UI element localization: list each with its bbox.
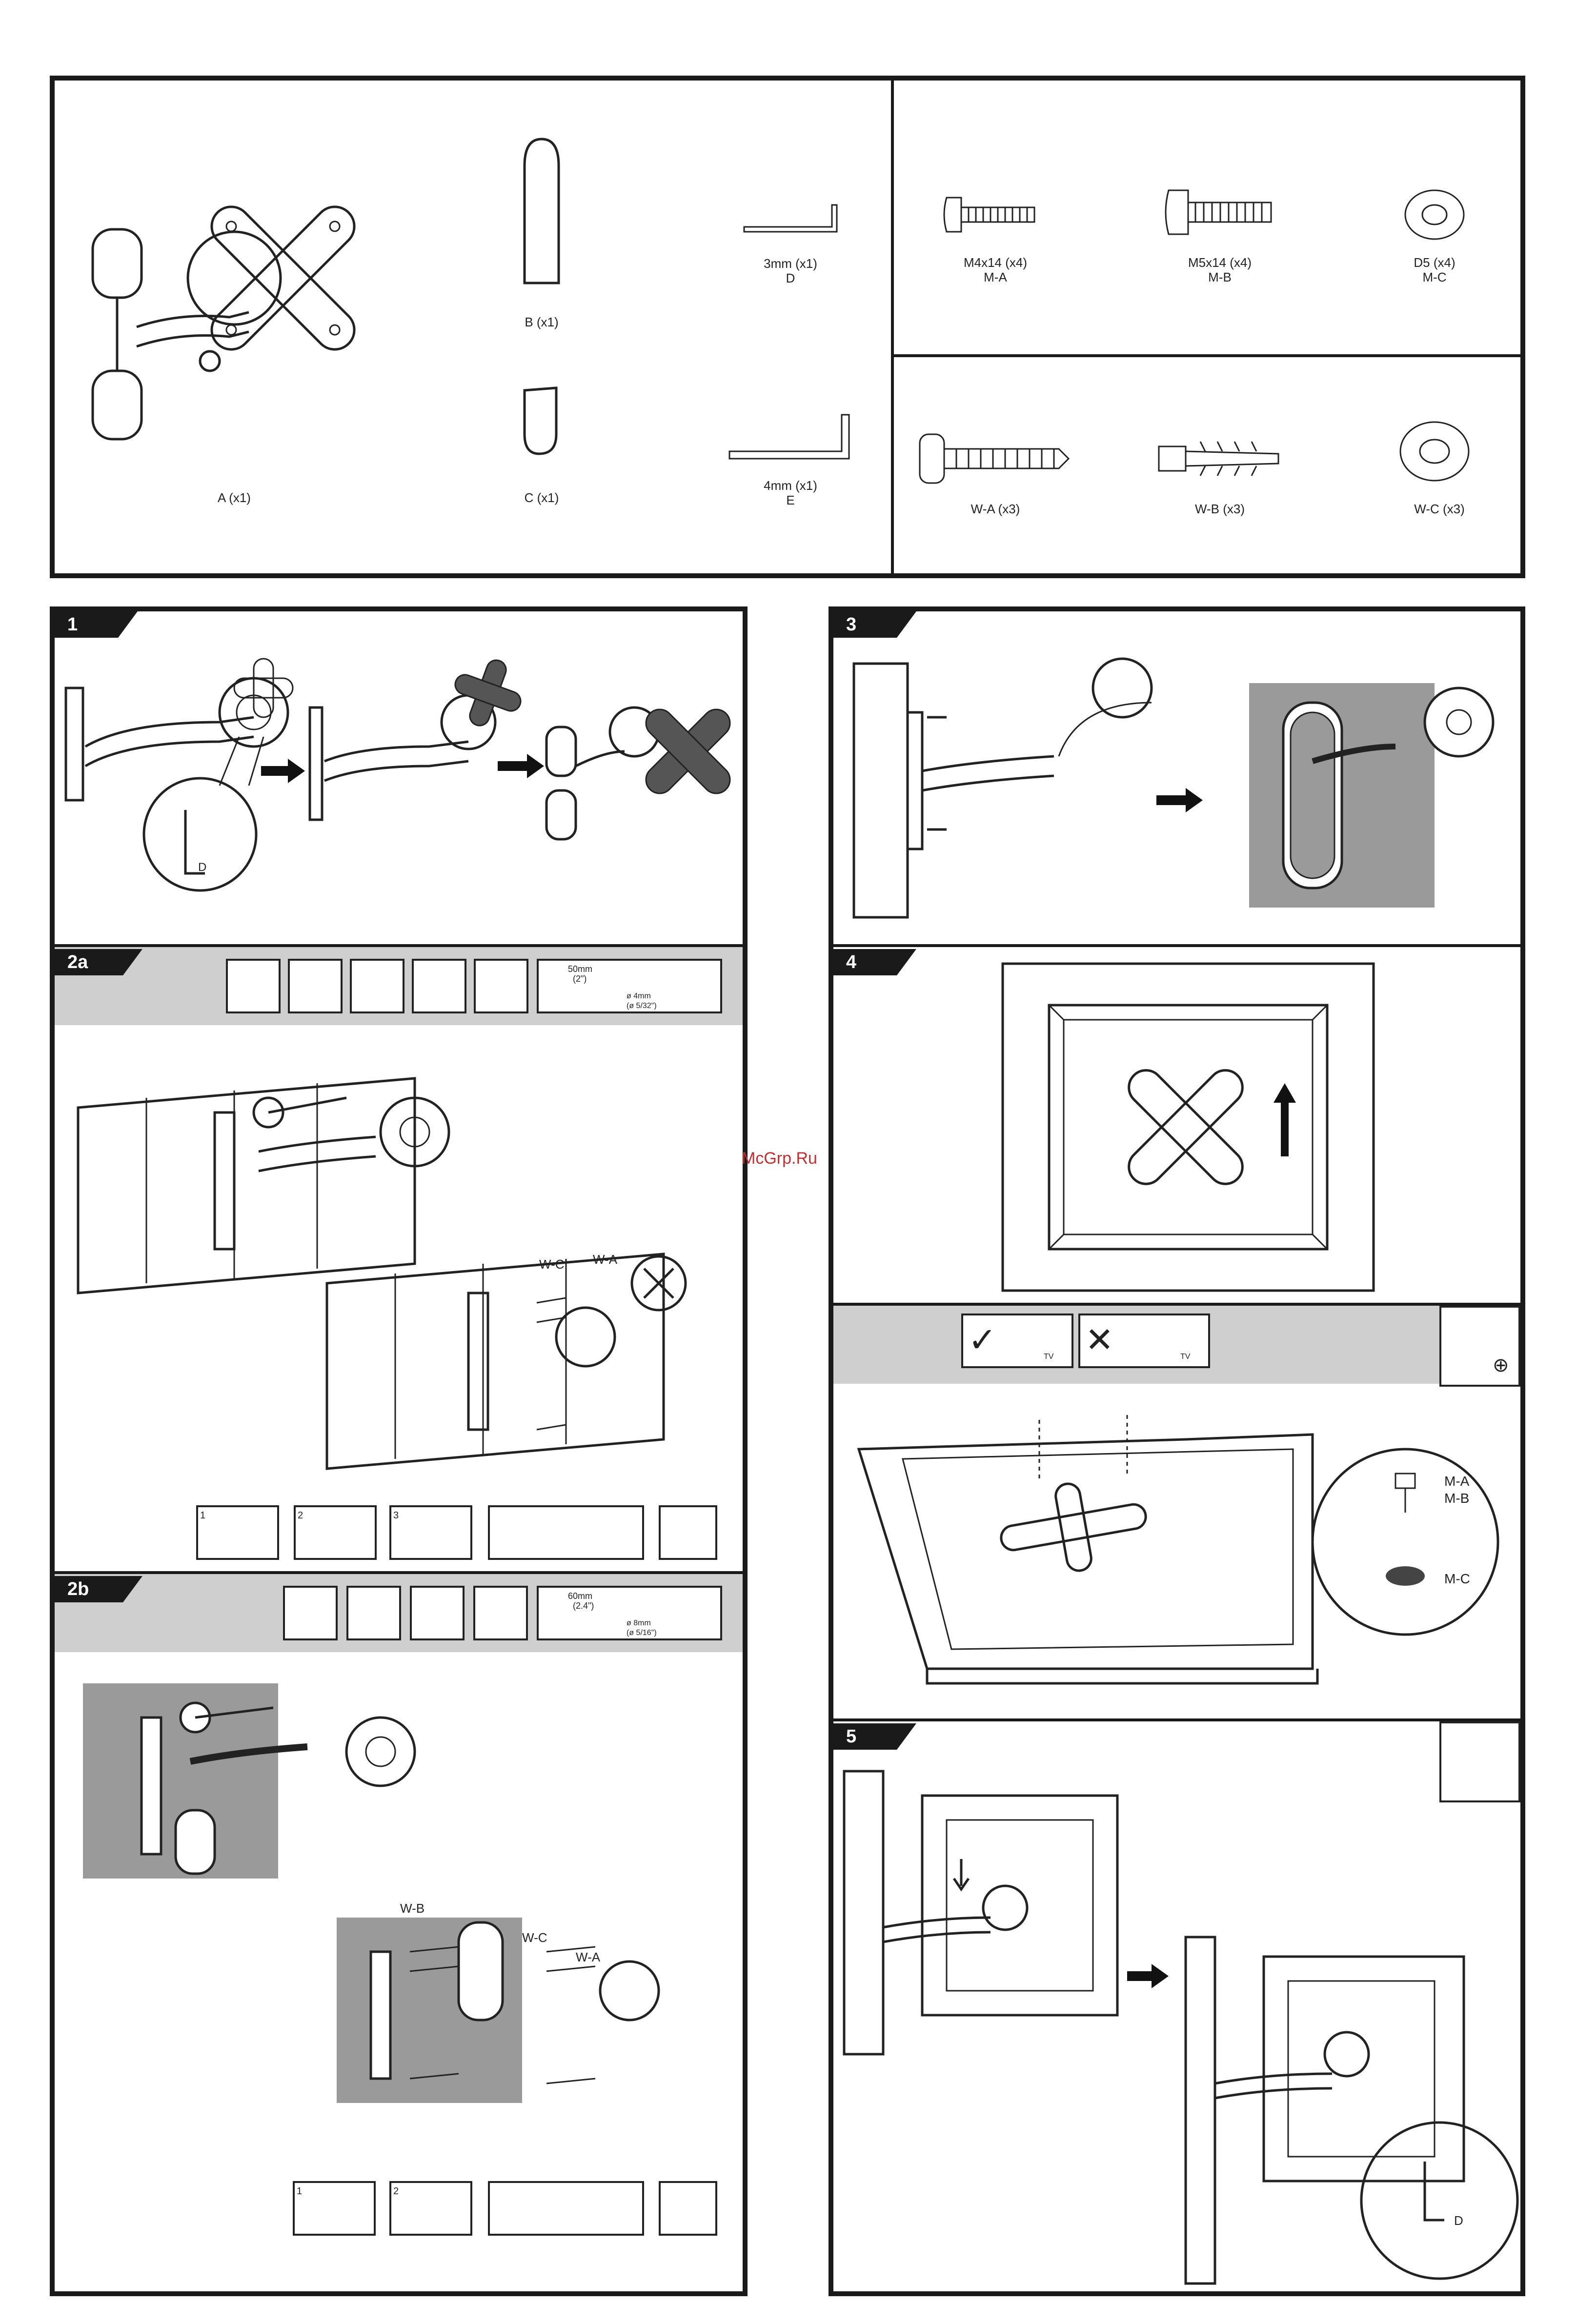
step-5-illustration: D — [839, 1761, 1517, 2293]
bolt-wa-drawing — [917, 429, 1073, 488]
wall-stud-tool-icon — [226, 959, 281, 1013]
pencil-icon — [412, 959, 466, 1013]
step-4-tv-flat-illustration: M-A M-B M-C — [854, 1395, 1513, 1698]
part-wa-label: W-A (x3) — [951, 502, 1039, 516]
step-2b-drill-icon — [659, 2181, 717, 2236]
step-2b-wa-callout: W-A — [576, 1950, 601, 1964]
stud-finder-icon — [288, 959, 343, 1013]
step-2a-illustration: W-C W-A — [73, 1069, 708, 1498]
substep-number: 3 — [393, 1508, 399, 1523]
part-e-label-1: 4mm (x1) — [751, 478, 829, 493]
level-icon-2b — [346, 1586, 401, 1640]
parts-divider-horizontal — [891, 354, 1523, 357]
drill-depth-diagram-2b: 60mm (2.4") ø 8mm (ø 5/16") — [537, 1586, 722, 1640]
step-divider-5 — [833, 1718, 1520, 1721]
drill-2b-depth-in: (2.4") — [573, 1598, 594, 1613]
part-c-label: C (x1) — [503, 490, 581, 505]
step-4-tab: 4 — [833, 949, 897, 975]
part-mb-label-1: M5x14 (x4) — [1176, 255, 1264, 270]
step-2b-wb-callout: W-B — [400, 1901, 425, 1916]
step-2b-tab: 2b — [55, 1576, 123, 1602]
incorrect-screw-depth-icon: ✕ TV — [1078, 1314, 1210, 1368]
step-2a-wc-callout: W-C — [539, 1257, 565, 1272]
step-1-tab: 1 — [55, 611, 118, 638]
step-5-d-callout: D — [1454, 2213, 1463, 2228]
washer-wc-drawing — [1395, 417, 1474, 485]
step-2a-level-check — [488, 1505, 644, 1560]
concrete-wall-icon — [283, 1586, 338, 1640]
step-2b-wc-callout: W-C — [522, 1930, 547, 1945]
part-wc-label: W-C (x3) — [1395, 502, 1483, 516]
step-1-illustration: D — [59, 649, 742, 942]
step-5-tab: 5 — [833, 1723, 897, 1750]
substep-number: 1 — [200, 1508, 205, 1523]
part-b-label: B (x1) — [503, 315, 581, 329]
drill-2a-dia-in: (ø 5/32") — [627, 999, 657, 1013]
watermark-text: McGrp.Ru — [742, 1149, 817, 1168]
drill-depth-diagram: 50mm (2") ø 4mm (ø 5/32") — [537, 959, 722, 1013]
step-2b-substep-2: 2 — [389, 2181, 472, 2236]
part-c-drawing — [522, 385, 571, 459]
drill-2a-depth-in: (2") — [573, 971, 586, 986]
step-3-illustration — [849, 649, 1517, 942]
drill-icon — [474, 959, 528, 1013]
part-mc-label-2: M-C — [1395, 270, 1474, 284]
parts-divider-vertical — [891, 78, 894, 576]
part-ma-label-1: M4x14 (x4) — [951, 255, 1039, 270]
allen-key-d-drawing — [742, 200, 839, 239]
step-2b-substep-1: 1 — [293, 2181, 376, 2236]
part-e-label-2: E — [751, 493, 829, 507]
step-1-d-callout: D — [198, 861, 206, 874]
anchor-wb-drawing — [1156, 437, 1283, 481]
step-4-tv-back — [1000, 961, 1376, 1293]
drill-2b-dia-in: (ø 5/16") — [627, 1626, 657, 1640]
part-mb-label-2: M-B — [1176, 270, 1264, 284]
level-icon — [350, 959, 404, 1013]
substep-number: 2 — [298, 1508, 303, 1523]
step-4-ma-callout: M-A — [1444, 1474, 1470, 1489]
step-2a-substep-1: 1 — [196, 1505, 279, 1560]
washer-mc-drawing — [1400, 185, 1469, 244]
tv-label-correct: TV — [1044, 1350, 1053, 1364]
bracket-a-drawing — [83, 166, 385, 459]
allen-key-e-drawing — [727, 410, 854, 468]
step-2b-level-check — [488, 2181, 644, 2236]
part-d-label-1: 3mm (x1) — [751, 256, 829, 271]
pencil-icon-2b — [410, 1586, 465, 1640]
drill-icon-2b — [473, 1586, 528, 1640]
step-2a-tab: 2a — [55, 949, 123, 975]
step-2b-illustration: W-B W-C W-A — [78, 1678, 712, 2108]
step-3-tab: 3 — [833, 611, 897, 638]
correct-screw-depth-icon: ✓ TV — [961, 1314, 1073, 1368]
step-2a-drill-icon — [659, 1505, 717, 1560]
screw-mb-drawing — [1164, 185, 1276, 239]
tv-label-incorrect: TV — [1180, 1350, 1190, 1364]
part-b-drawing — [522, 137, 561, 288]
part-mc-label-1: D5 (x4) — [1395, 255, 1474, 270]
part-d-label-2: D — [751, 271, 829, 285]
cross-icon: ✕ — [1085, 1320, 1114, 1359]
screwdriver-icon: ⊕ — [1439, 1306, 1520, 1387]
substep-number: 2 — [393, 2184, 399, 2199]
step-2a-substep-3: 3 — [389, 1505, 472, 1560]
substep-number: 1 — [297, 2184, 302, 2199]
step-2a-wa-callout: W-A — [593, 1252, 618, 1267]
screw-ma-drawing — [942, 190, 1039, 239]
phillips-icon: ⊕ — [1493, 1354, 1509, 1376]
step-4-mc-callout: M-C — [1444, 1571, 1470, 1586]
part-ma-label-2: M-A — [951, 270, 1039, 284]
part-a-label: A (x1) — [195, 490, 273, 505]
check-icon: ✓ — [968, 1320, 997, 1359]
step-4-mb-callout: M-B — [1444, 1491, 1469, 1506]
step-divider-3 — [833, 944, 1520, 947]
step-2a-substep-2: 2 — [294, 1505, 377, 1560]
part-wb-label: W-B (x3) — [1176, 502, 1264, 516]
